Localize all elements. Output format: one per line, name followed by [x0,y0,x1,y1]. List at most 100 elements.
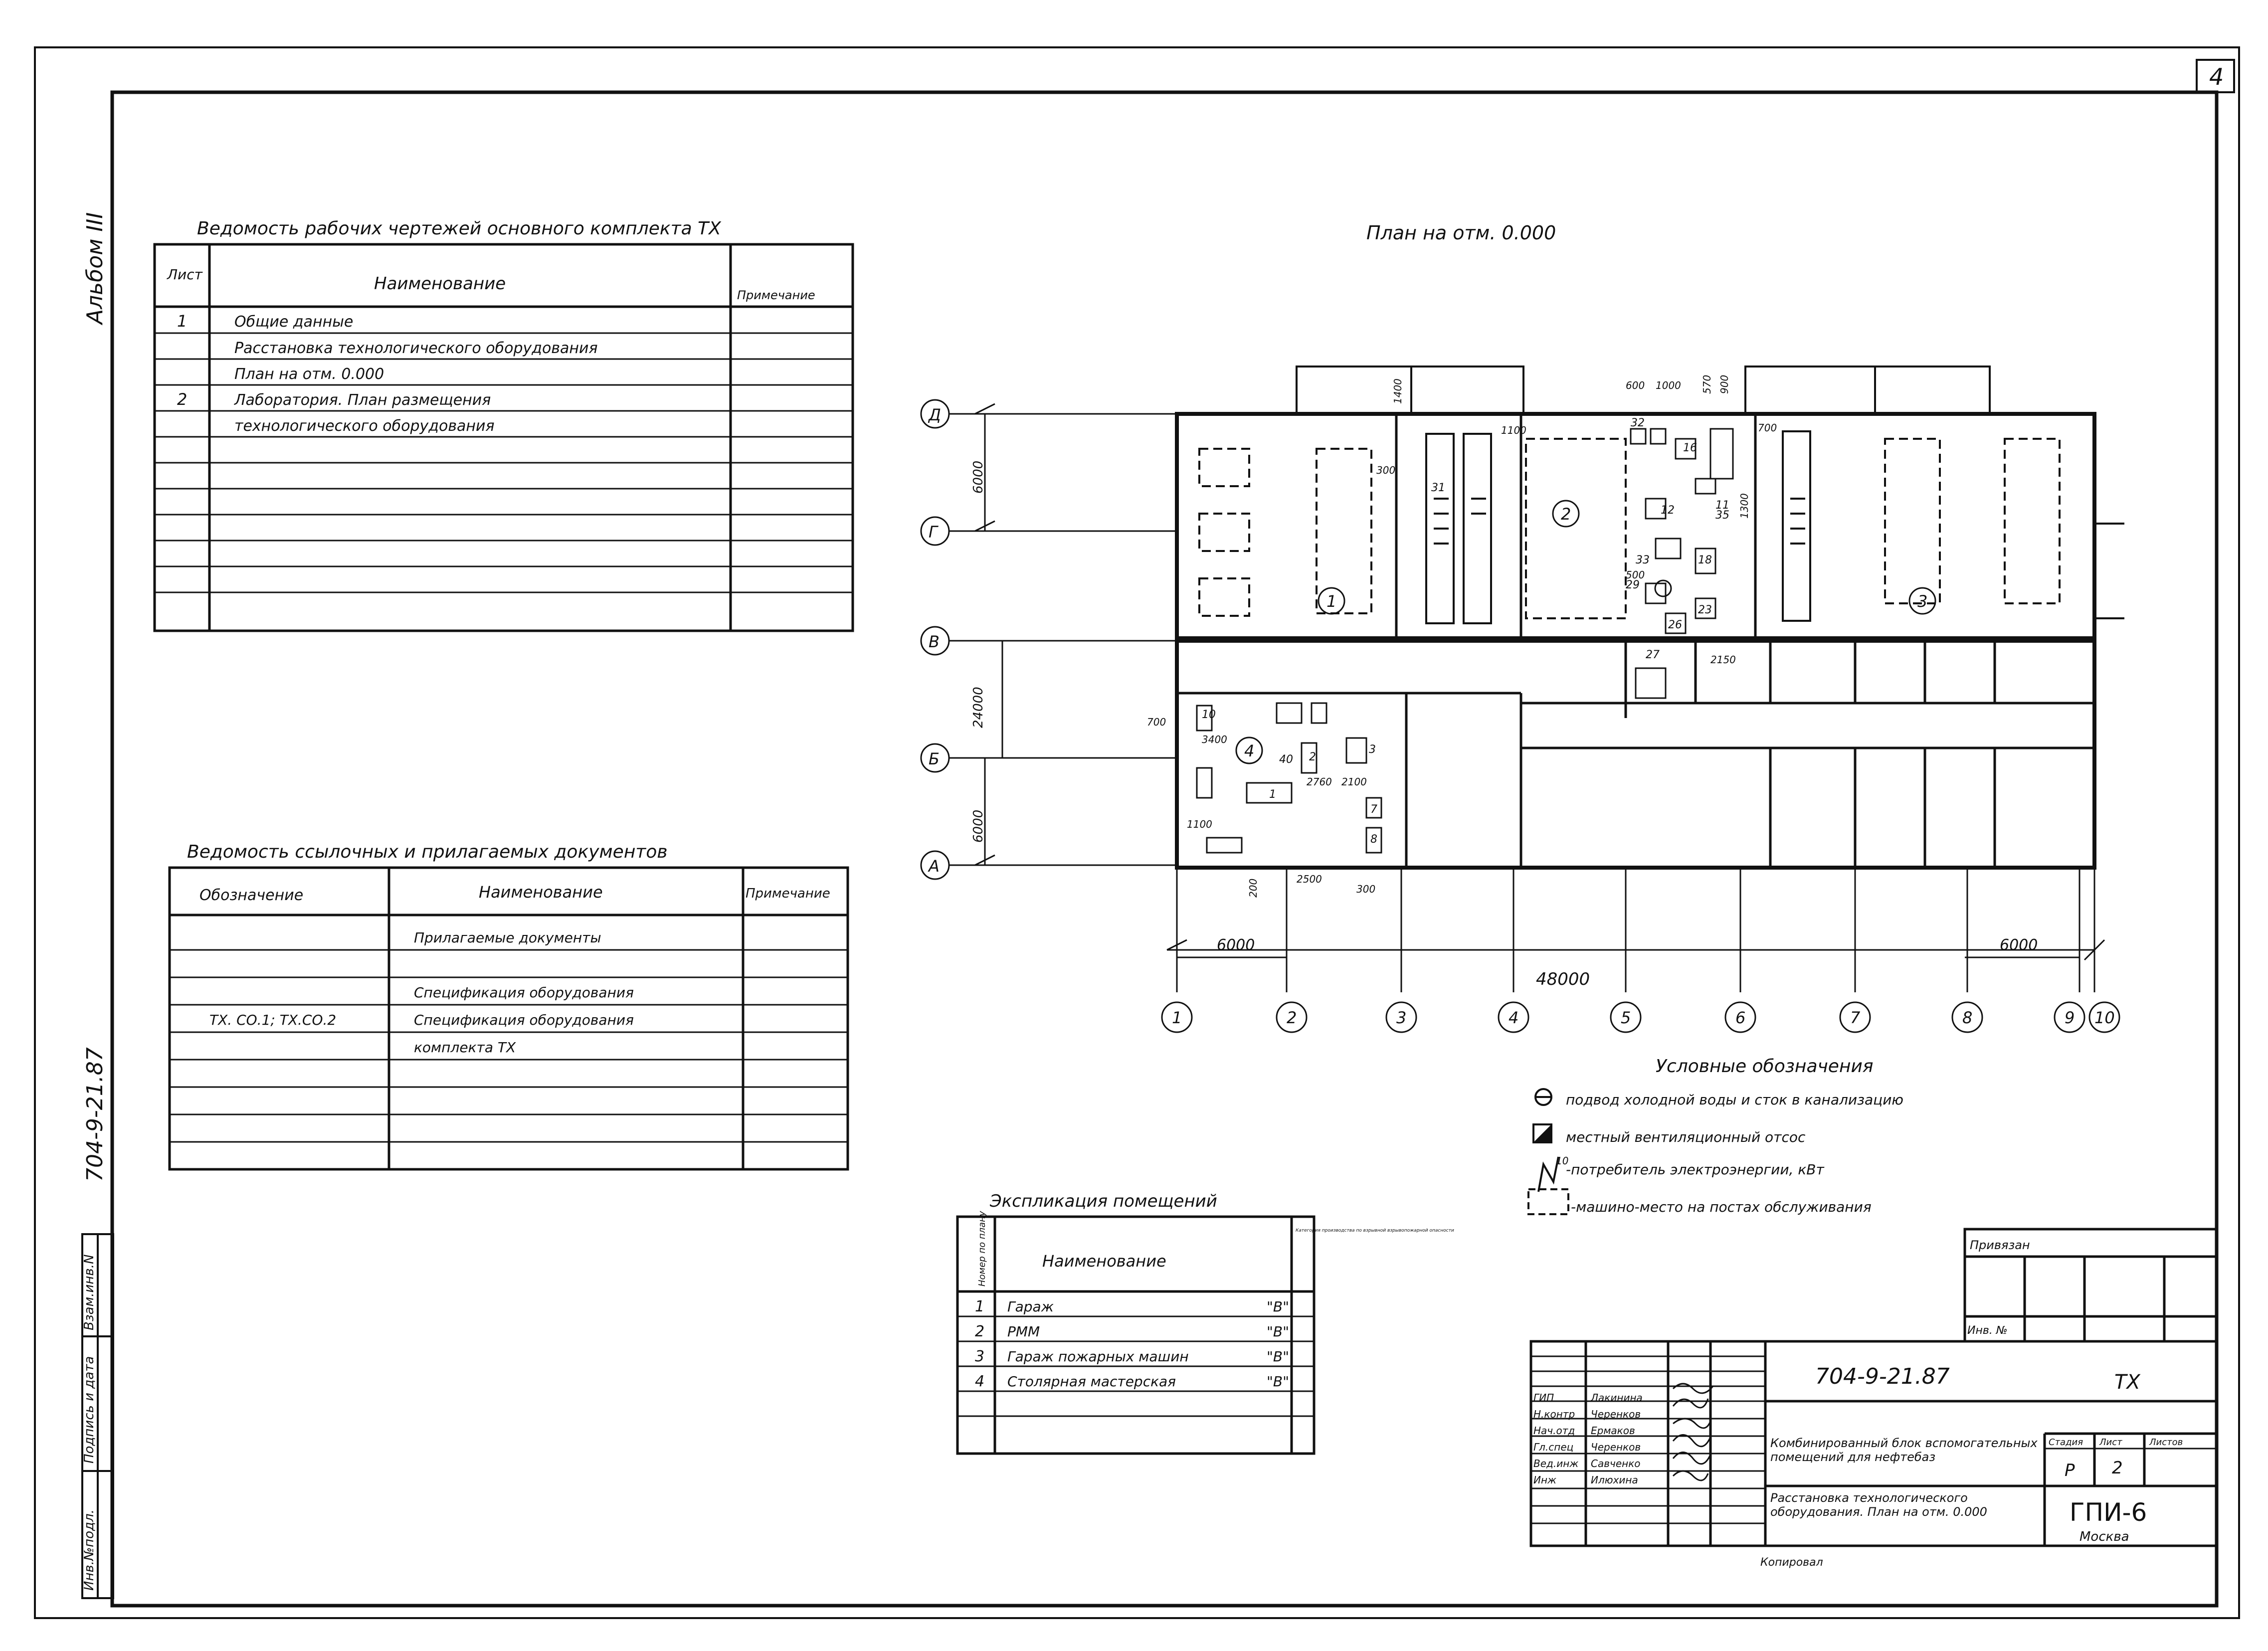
dim-small-570: 570 [1701,375,1713,394]
drawings-row-4-name: Лаборатория. План размещения [234,391,491,409]
axis-col-7: 7 [1850,1008,1861,1027]
dim-bottom-rows: 6000 [971,810,986,843]
rooms-row-2-cat: "В" [1267,1323,1289,1340]
stamp-inv-no: Инв. № [1967,1324,2008,1337]
room-4: 4 [1244,741,1254,760]
corner-sheet-number: 4 [2209,63,2224,90]
ventilation-exhaust-icon [1532,1123,1552,1143]
equip-35: 35 [1715,509,1729,522]
rooms-row-3-no: 3 [975,1348,984,1365]
rooms-row-3-name: Гараж пожарных машин [1007,1348,1189,1365]
equip-26: 26 [1668,619,1682,631]
rooms-row-1-no: 1 [975,1298,984,1315]
stamp-stage-label: Стадия [2049,1437,2083,1448]
refs-row-1-name: Прилагаемые документы [414,929,601,946]
dim-small-700: 700 [1758,422,1777,434]
rooms-col-name-header: Наименование [1042,1252,1166,1271]
dim-small-1400: 1400 [1392,378,1404,404]
refs-row-4-name: Спецификация оборудования [414,1012,634,1028]
legend: Условные обозначения 10 подвод холодной … [1527,1056,1903,1215]
stamp-code: 704-9-21.87 [1815,1364,1950,1389]
dim-small-300b: 300 [1356,883,1375,895]
rooms-col-no-header: Номер по плану [977,1211,987,1286]
drawings-row-4-sheet: 2 [177,390,187,409]
equip-16: 16 [1683,442,1697,454]
plan-title: План на отм. 0.000 [1366,222,1556,244]
rooms-row-1-cat: "В" [1267,1298,1289,1315]
axis-row-b: Б [929,749,940,768]
rooms-row-2-name: РММ [1007,1323,1040,1340]
equip-1: 1 [1269,788,1276,801]
rooms-row-4-name: Столярная мастерская [1007,1373,1176,1390]
room-2: 2 [1561,505,1571,524]
stamp-sheets-label: Листов [2149,1437,2183,1448]
dim-right-bay: 6000 [2000,936,2038,954]
dim-small-2100: 2100 [1341,776,1367,788]
equip-23: 23 [1698,604,1712,616]
refs-row-3-name: Спецификация оборудования [414,984,634,1001]
stamp-stage: Р [2065,1461,2075,1480]
stamp-role-1: ГИП [1533,1392,1554,1404]
stamp-role-6: Инж [1533,1474,1556,1486]
dim-small-900: 900 [1718,375,1730,394]
drawings-list-table: Ведомость рабочих чертежей основного ком… [153,218,854,632]
legend-item-4: -машино-место на постах обслуживания [1571,1199,1872,1215]
refs-col-name-header: Наименование [479,883,603,902]
rooms-row-2-no: 2 [975,1323,984,1340]
drawings-list-title: Ведомость рабочих чертежей основного ком… [197,218,722,239]
room-1: 1 [1326,592,1336,611]
drawings-row-1-sheet: 1 [177,312,187,331]
refs-col-code-header: Обозначение [199,887,303,904]
album-label: Альбом III [82,212,108,326]
dim-small-1100b: 1100 [1187,818,1212,830]
legend-item-3: -потребитель электроэнергии, кВт [1566,1161,1824,1178]
rooms-row-1-name: Гараж [1007,1298,1054,1315]
equip-11: 11 [1715,499,1729,512]
stamp-privyazan: Привязан [1970,1238,2030,1252]
axis-col-1: 1 [1172,1008,1182,1027]
legend-item-1: подвод холодной воды и сток в канализаци… [1566,1092,1903,1108]
axis-col-6: 6 [1735,1008,1745,1027]
dim-small-1100: 1100 [1501,424,1526,436]
stamp-role-3: Нач.отд [1533,1425,1575,1437]
refs-row-5-name: комплекта ТХ [414,1039,516,1056]
dim-top-rows: 6000 [971,461,986,494]
stamp-sheet-title: Расстановка технологического оборудовани… [1770,1491,1987,1519]
axis-col-8: 8 [1962,1008,1972,1027]
dim-left-bay: 6000 [1217,936,1255,954]
dim-mid: 24000 [971,687,986,728]
stamp-name-3: Ермаков [1591,1425,1635,1437]
stamp-role-5: Вед.инж [1533,1458,1578,1469]
stamp-role-4: Гл.спец [1533,1441,1573,1453]
equip-33: 33 [1636,554,1650,566]
binding-label-2: Подпись и дата [82,1356,97,1464]
stamp-city: Москва [2079,1529,2129,1544]
stamp-sheet: 2 [2112,1458,2123,1478]
legend-item-2: местный вентиляционный отсос [1566,1129,1806,1145]
title-block: Привязан Инв. № 704-9-21.87 ТХ ГИП Лакин… [1529,1228,2218,1569]
axis-col-4: 4 [1509,1008,1518,1027]
dim-small-3400: 3400 [1202,734,1227,745]
binding-label-1: Инв.№подл. [82,1509,97,1591]
dim-small-1300: 1300 [1738,493,1750,519]
rooms-table: Экспликация помещений [956,1191,1454,1455]
refs-row-4-code: ТХ. СО.1; ТХ.СО.2 [209,1012,336,1028]
equip-8: 8 [1370,833,1377,846]
axis-col-3: 3 [1396,1008,1406,1027]
dim-small-700b: 700 [1147,716,1166,728]
stamp-name-4: Черенков [1591,1441,1641,1453]
equip-18: 18 [1698,554,1712,566]
room-3: 3 [1917,592,1927,611]
axis-row-v: В [929,632,940,651]
axis-row-a: А [928,857,940,876]
rooms-row-4-no: 4 [975,1373,984,1390]
floor-plan: План на отм. 0.000 Д Г В Б А 6000 240 [920,222,2124,1033]
dim-small-200: 200 [1247,879,1259,898]
stamp-sheet-label: Лист [2099,1437,2122,1448]
equip-10: 10 [1202,709,1216,721]
axis-col-10: 10 [2094,1008,2115,1027]
binding-label-3: Взам.инв.N [82,1255,97,1330]
axis-col-5: 5 [1621,1008,1631,1027]
stamp-name-5: Савченко [1591,1458,1641,1469]
